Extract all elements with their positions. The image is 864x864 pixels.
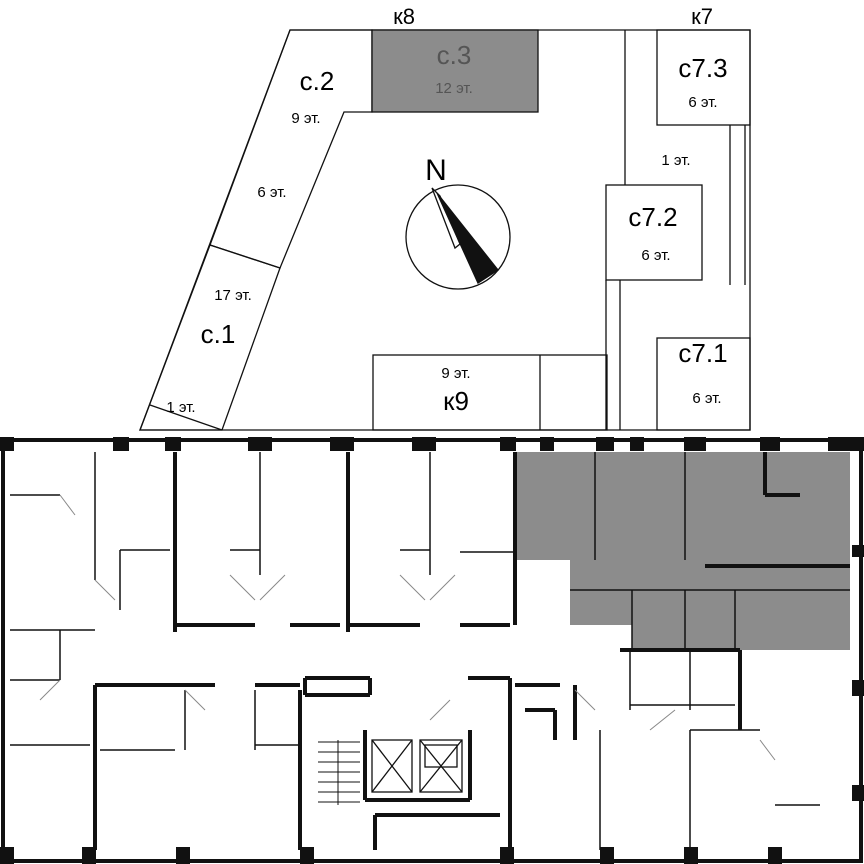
building-c1-floors-low: 1 эт. bbox=[166, 399, 195, 416]
compass-needle bbox=[436, 192, 499, 284]
staircase bbox=[318, 740, 360, 805]
building-c2-outline bbox=[209, 29, 373, 269]
building-c73-floors: 6 эт. bbox=[688, 94, 717, 111]
building-c1-divider bbox=[149, 404, 223, 431]
building-c1-name: с.1 bbox=[201, 319, 236, 349]
block-header-k7: к7 bbox=[691, 4, 713, 29]
building-k9-floors: 9 эт. bbox=[441, 365, 470, 382]
door-swings bbox=[39, 494, 776, 761]
block-header-k8: к8 bbox=[393, 4, 415, 29]
building-c72-name: с7.2 bbox=[628, 202, 677, 232]
building-c3-name: с.3 bbox=[437, 40, 472, 70]
building-c1-floors-main: 17 эт. bbox=[214, 287, 252, 304]
elevator-shafts bbox=[371, 739, 463, 793]
connector-floors: 1 эт. bbox=[661, 152, 690, 169]
interior-walls-thin bbox=[10, 452, 850, 850]
floor-plan bbox=[0, 437, 864, 864]
building-c72-floors: 6 эт. bbox=[641, 247, 670, 264]
compass-circle bbox=[405, 184, 511, 290]
building-c73-name: с7.3 bbox=[678, 53, 727, 83]
window-piers bbox=[0, 437, 864, 864]
building-k9-name: к9 bbox=[443, 386, 469, 416]
north-label: N bbox=[425, 154, 447, 187]
building-c71-floors: 6 эт. bbox=[692, 390, 721, 407]
building-c72-outline bbox=[605, 184, 703, 281]
building-c2-floors-main: 9 эт. bbox=[291, 110, 320, 127]
building-c71-name: с7.1 bbox=[678, 338, 727, 368]
site-plan bbox=[139, 29, 751, 431]
building-k9-outline bbox=[372, 354, 608, 431]
building-c2-floors-low: 6 эт. bbox=[257, 184, 286, 201]
building-c3 bbox=[371, 29, 539, 113]
building-c71-outline bbox=[656, 337, 751, 431]
building-c3-floors: 12 эт. bbox=[435, 80, 473, 97]
building-c2-name: с.2 bbox=[300, 66, 335, 96]
interior-walls-thick bbox=[93, 452, 850, 850]
building-c73-outline bbox=[656, 29, 751, 126]
highlighted-apartment bbox=[515, 452, 850, 650]
